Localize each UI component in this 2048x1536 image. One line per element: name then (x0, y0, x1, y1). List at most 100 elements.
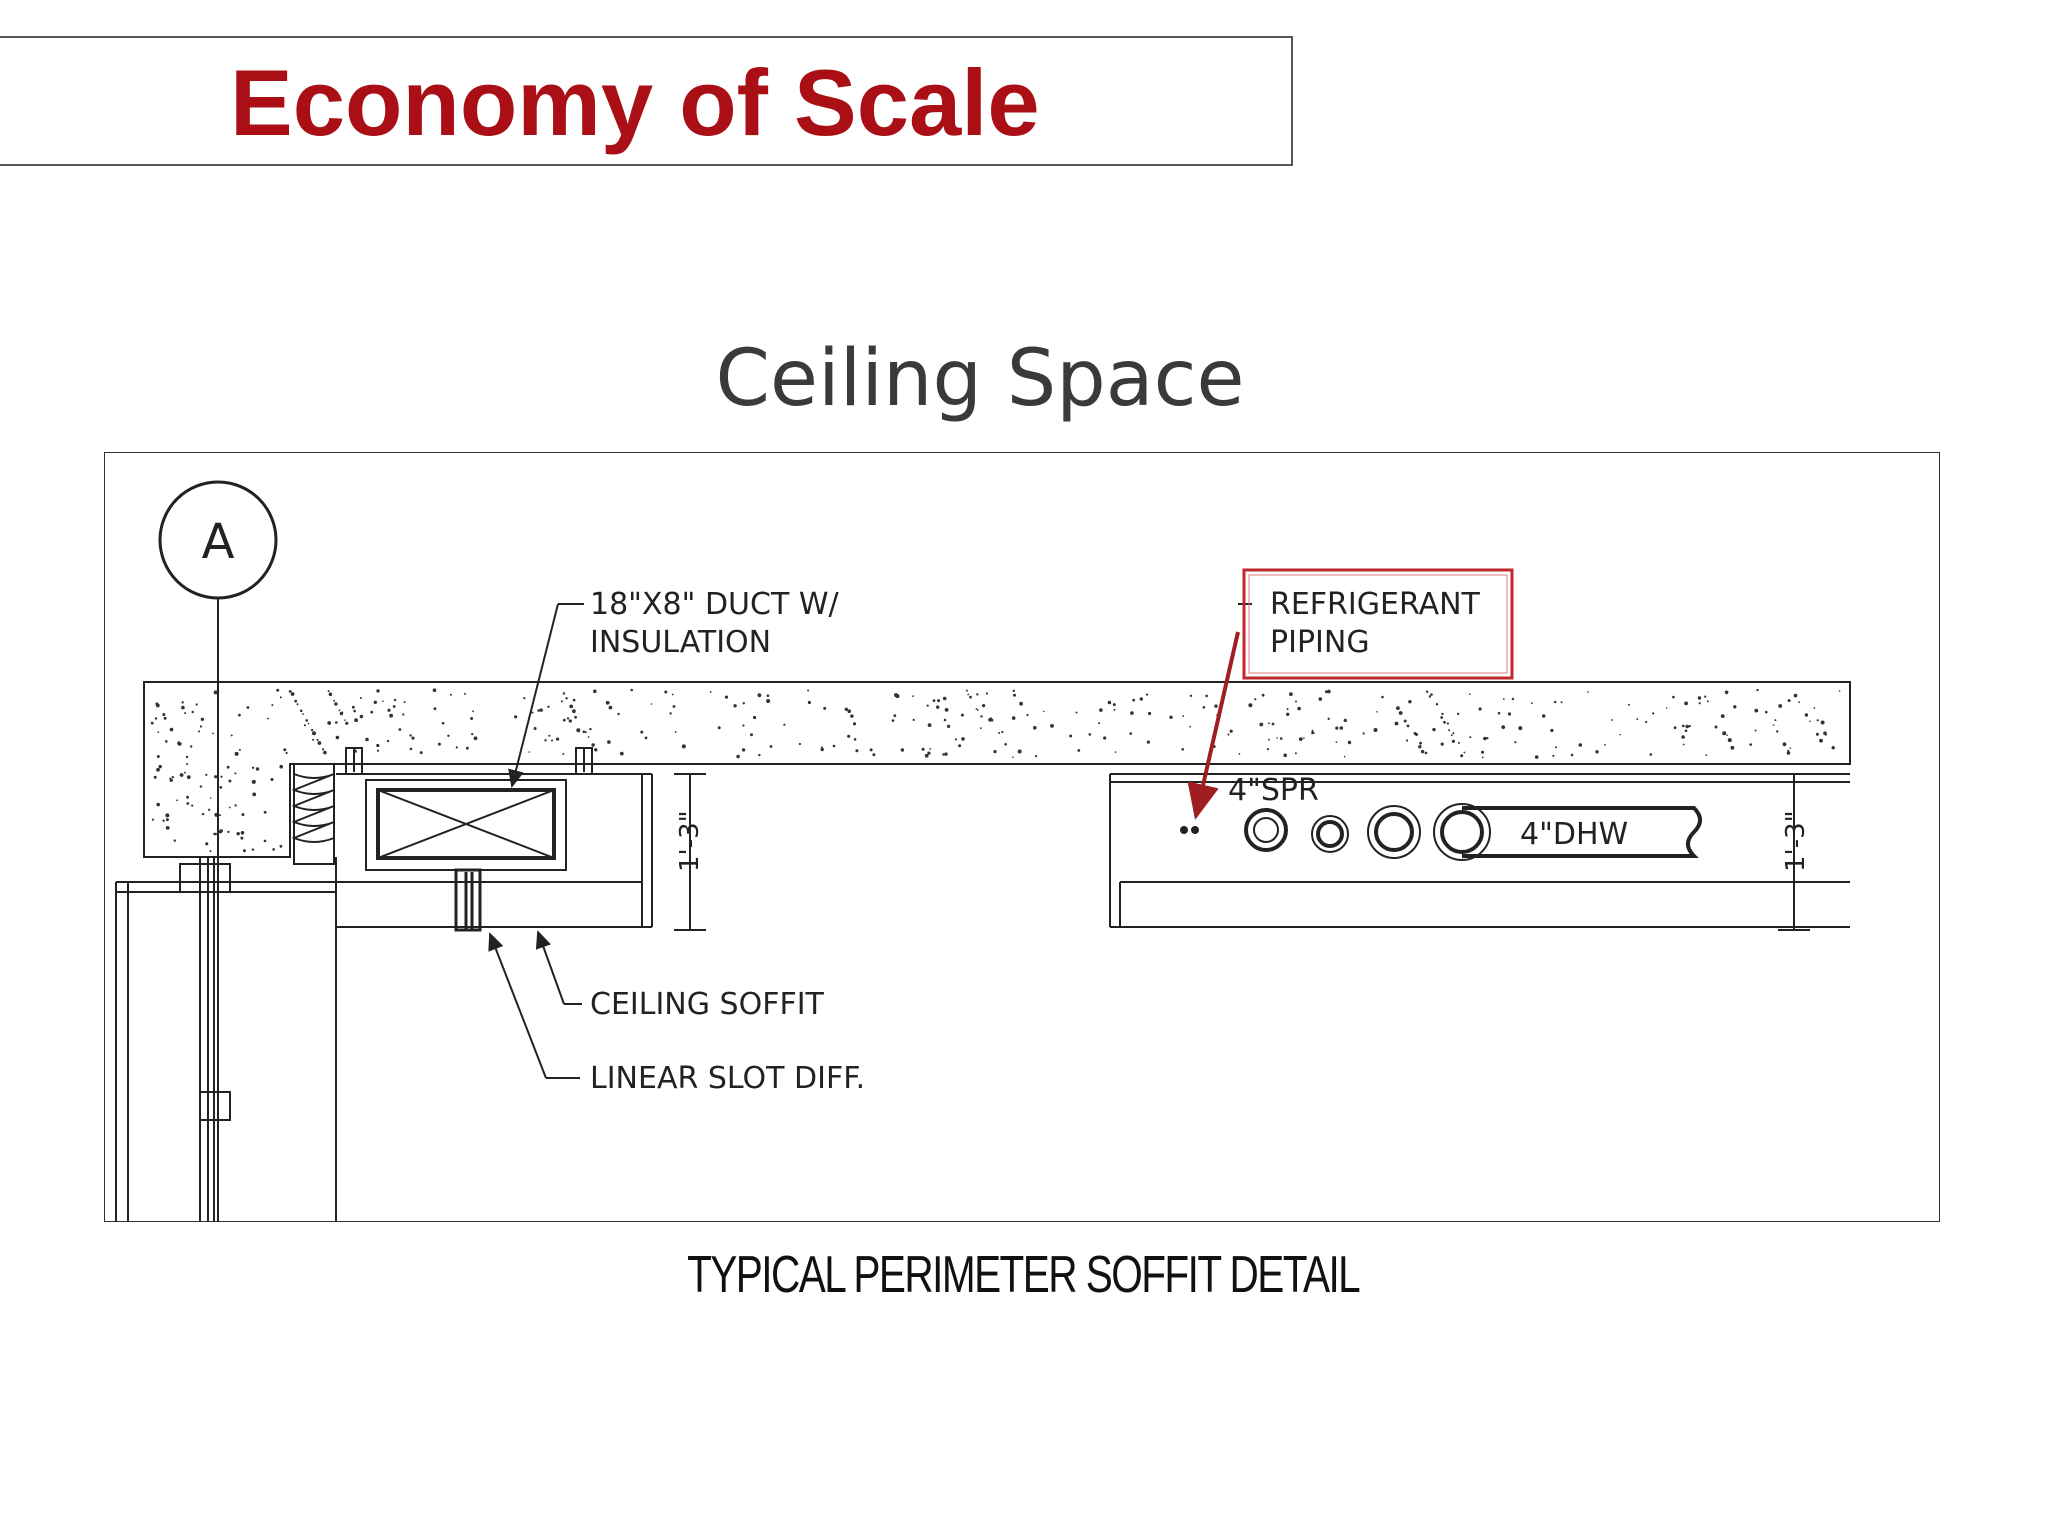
refrigerant-highlight-box (1242, 568, 1514, 680)
concrete-speck (334, 702, 338, 706)
concrete-speck (1550, 728, 1554, 733)
concrete-speck (1782, 742, 1787, 747)
concrete-speck (1169, 715, 1173, 719)
concrete-speck (376, 749, 380, 752)
concrete-speck (1335, 726, 1339, 730)
concrete-speck (1813, 707, 1816, 709)
concrete-speck (1181, 748, 1184, 751)
concrete-speck (1012, 689, 1015, 692)
concrete-speck (181, 705, 185, 710)
concrete-speck (312, 731, 316, 736)
concrete-speck (1511, 697, 1515, 701)
concrete-speck (741, 748, 746, 752)
concrete-speck (178, 742, 182, 746)
concrete-speck (212, 732, 214, 735)
concrete-speck (1026, 713, 1029, 717)
concrete-speck (893, 714, 897, 717)
concrete-speck (1283, 753, 1287, 758)
concrete-speck (1112, 703, 1116, 707)
sprinkler-label: 4"SPR (1228, 773, 1319, 808)
concrete-speck (205, 773, 208, 776)
concrete-speck (1765, 710, 1768, 714)
concrete-speck (154, 717, 158, 720)
duct-label-line1: 18"X8" DUCT W/ (590, 587, 839, 622)
concrete-speck (1139, 697, 1144, 701)
concrete-speck (307, 722, 310, 725)
concrete-speck (1460, 754, 1464, 758)
concrete-speck (664, 690, 668, 694)
concrete-speck (344, 719, 346, 721)
concrete-speck (353, 709, 356, 713)
concrete-speck (551, 739, 553, 742)
grid-marker-label: A (202, 514, 235, 570)
concrete-speck (226, 765, 230, 769)
concrete-speck (1146, 693, 1149, 696)
concrete-speck (1343, 718, 1348, 723)
concrete-speck (929, 748, 932, 750)
concrete-speck (419, 751, 423, 755)
concrete-speck (296, 703, 299, 706)
concrete-speck (1652, 712, 1655, 715)
concrete-speck (912, 718, 915, 721)
title-box (0, 36, 1293, 166)
concrete-speck (234, 772, 237, 775)
concrete-speck (1294, 752, 1297, 755)
concrete-speck (1553, 700, 1557, 704)
concrete-speck (449, 693, 452, 696)
concrete-speck (1554, 746, 1557, 749)
concrete-speck (1011, 716, 1016, 720)
concrete-speck (872, 753, 876, 757)
concrete-speck (591, 743, 595, 747)
concrete-speck (214, 775, 218, 779)
concrete-speck (1229, 729, 1233, 733)
grid-marker (158, 480, 278, 1222)
concrete-speck (1406, 739, 1409, 742)
concrete-speck (1248, 703, 1253, 708)
concrete-speck (709, 691, 712, 693)
concrete-speck (327, 690, 330, 693)
concrete-speck (1518, 726, 1523, 731)
concrete-speck (572, 709, 576, 714)
concrete-speck (847, 734, 851, 738)
concrete-speck (1672, 695, 1675, 699)
concrete-speck (594, 748, 598, 752)
concrete-speck (1295, 700, 1297, 703)
concrete-speck (960, 713, 964, 717)
concrete-speck (531, 711, 534, 714)
concrete-speck (669, 712, 672, 715)
concrete-speck (1514, 741, 1517, 744)
concrete-speck (1483, 736, 1487, 741)
concrete-speck (267, 717, 269, 720)
concrete-speck (1714, 725, 1718, 729)
concrete-speck (392, 705, 396, 708)
linear-slot-label: LINEAR SLOT DIFF. (590, 1061, 865, 1096)
concrete-speck (1075, 711, 1078, 714)
concrete-speck (1815, 732, 1819, 736)
concrete-speck (1604, 744, 1606, 746)
concrete-speck (472, 710, 474, 713)
concrete-speck (900, 748, 905, 752)
concrete-speck (820, 747, 824, 752)
concrete-speck (323, 750, 327, 755)
concrete-speck (209, 850, 212, 853)
concrete-speck (514, 715, 518, 719)
concrete-speck (165, 826, 170, 830)
concrete-speck (912, 695, 914, 697)
concrete-speck (251, 766, 255, 769)
concrete-speck (335, 721, 338, 724)
concrete-speck (533, 727, 537, 730)
concrete-speck (724, 695, 729, 699)
concrete-speck (1530, 702, 1533, 705)
concrete-speck (1501, 725, 1506, 729)
concrete-speck (279, 764, 283, 769)
left-soffit (336, 773, 653, 928)
concrete-speck (753, 715, 757, 720)
concrete-speck (198, 730, 201, 733)
concrete-speck (681, 744, 686, 749)
concrete-speck (1376, 711, 1378, 713)
concrete-speck (302, 713, 304, 715)
concrete-speck (565, 697, 568, 700)
concrete-speck (1425, 690, 1429, 693)
concrete-speck (671, 693, 674, 696)
concrete-speck (1443, 720, 1446, 724)
